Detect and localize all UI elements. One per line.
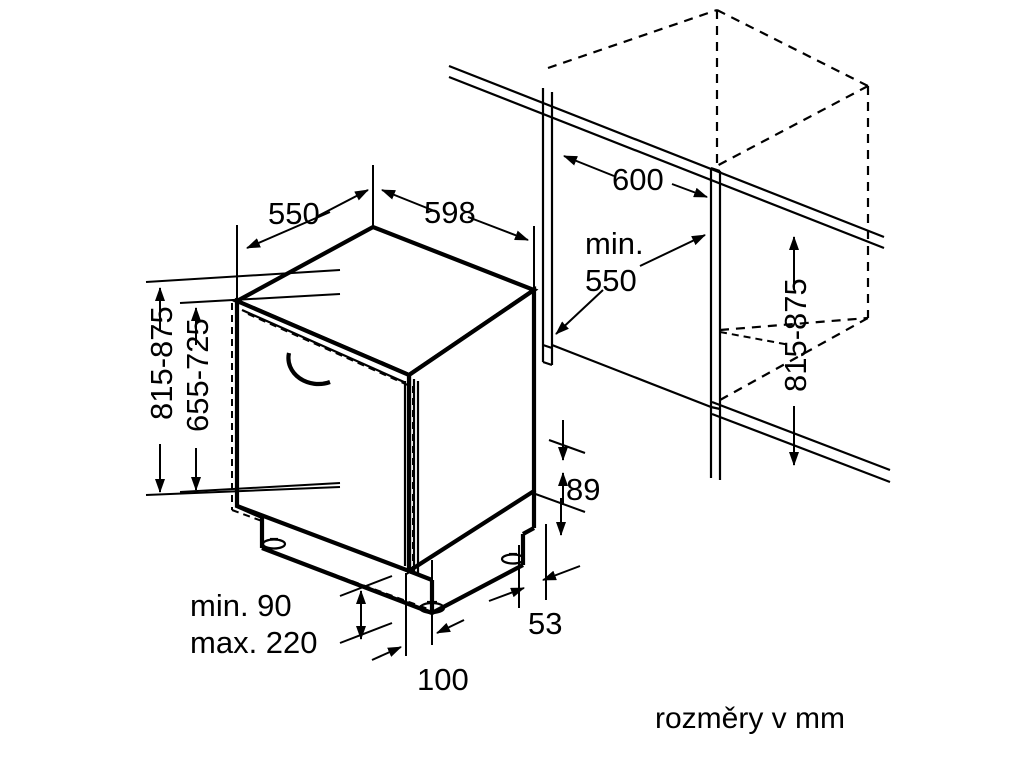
dishwasher-body [232,224,539,576]
dimension-label-655-725: 655-725 [180,318,215,432]
dimension-label-min-90: min. 90 [190,588,292,623]
dimension-815-875-left: 815-875 [144,269,341,496]
dishwasher-plinth [231,301,537,615]
dimension-655-725: 655-725 [179,293,341,493]
dimension-label-max-220: max. 220 [190,625,318,660]
dimension-598-width: 598 [381,189,535,290]
dimension-label-min-550: 550 [585,263,637,298]
dimension-label-min: min. [585,226,644,261]
dimension-min90-max220-clearance: min. 90 max. 220 [190,575,393,660]
dimension-label-53: 53 [528,606,562,641]
dimension-label-815-875-left: 815-875 [144,306,179,420]
dimension-label-600: 600 [612,162,664,197]
dimension-label-550: 550 [268,196,320,231]
dimension-min-550-cabinet-depth: min. 550 [555,226,706,335]
dimension-label-89: 89 [566,472,600,507]
door-handle-icon [286,352,331,387]
dimension-label-598: 598 [424,195,476,230]
cabinet-carcass [541,88,722,480]
dimension-550-depth: 550 [236,165,374,301]
cabinet-phantom-outline [547,8,870,401]
dimension-100-foot-offset: 100 [371,560,469,697]
dimension-53-plinth-recess: 53 [488,498,581,641]
dimension-600-cabinet-width: 600 [563,155,708,198]
dimension-815-875-right: 815-875 [778,236,813,466]
dimension-label-815-875-right: 815-875 [778,278,813,392]
dimension-label-100: 100 [417,662,469,697]
dimension-89-plinth-height: 89 [529,420,600,513]
units-caption: rozměry v mm [655,702,845,735]
worktop-slab [448,64,891,484]
